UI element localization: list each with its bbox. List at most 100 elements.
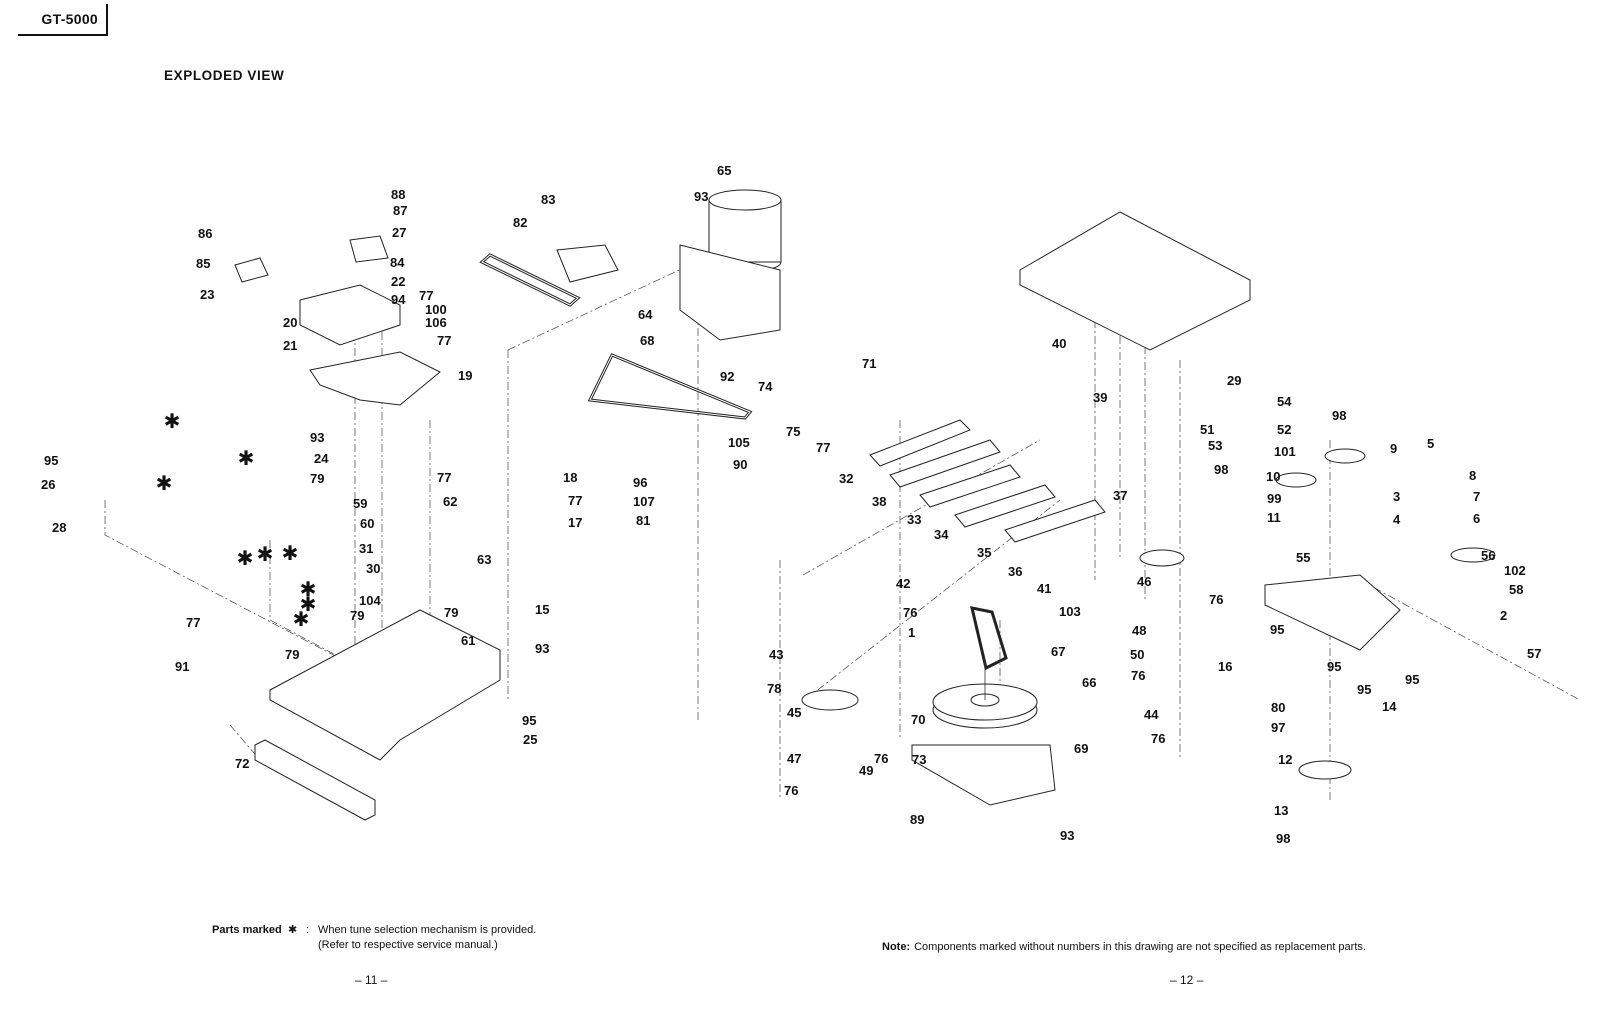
legend-text-1: When tune selection mechanism is provide…: [318, 924, 537, 936]
part-callout-18: 18: [563, 470, 577, 485]
part-callout-52: 52: [1277, 422, 1291, 437]
belts: [479, 253, 1008, 671]
part-callout-3: 3: [1393, 489, 1400, 504]
part-callout-84: 84: [390, 255, 405, 270]
part-callout-60: 60: [360, 516, 374, 531]
main-chassis-right: [1019, 211, 1251, 351]
part-callout-43: 43: [769, 647, 783, 662]
part-callout-46: 46: [1137, 574, 1151, 589]
part-callout-38: 38: [872, 494, 886, 509]
part-callout-69: 69: [1074, 741, 1088, 756]
page-number-right: – 12 –: [1170, 973, 1204, 987]
part-callout-7: 7: [1473, 489, 1480, 504]
part-callout-95: 95: [44, 453, 58, 468]
part-callout-107: 107: [633, 494, 655, 509]
part-callout-73: 73: [912, 752, 926, 767]
part-callout-64: 64: [638, 307, 653, 322]
mechanism-base: [911, 574, 1401, 806]
part-callout-79: 79: [350, 608, 364, 623]
part-callout-50: 50: [1130, 647, 1144, 662]
part-callout-98: 98: [1276, 831, 1290, 846]
part-callout-93: 93: [694, 189, 708, 204]
part-callout-93: 93: [1060, 828, 1074, 843]
part-callout-53: 53: [1208, 438, 1222, 453]
part-callout-100: 100: [425, 302, 447, 317]
head-bracket-assembly: [234, 235, 441, 406]
part-callout-85: 85: [196, 256, 210, 271]
part-callout-51: 51: [1200, 422, 1214, 437]
part-callout-103: 103: [1059, 604, 1081, 619]
part-callout-61: 61: [461, 633, 475, 648]
part-callout-77: 77: [186, 615, 200, 630]
part-callout-95: 95: [1270, 622, 1284, 637]
part-callout-77: 77: [437, 470, 451, 485]
part-callout-70: 70: [911, 712, 925, 727]
part-callout-24: 24: [314, 451, 329, 466]
part-callout-95: 95: [522, 713, 536, 728]
part-callout-11: 11: [1267, 510, 1281, 525]
part-callout-76: 76: [784, 783, 798, 798]
part-callout-17: 17: [568, 515, 582, 530]
legend-line-1: Parts marked✱:When tune selection mechan…: [212, 922, 536, 938]
part-callout-48: 48: [1132, 623, 1146, 638]
part-callout-63: 63: [477, 552, 491, 567]
note-label: Note:: [882, 941, 911, 953]
part-callout-83: 83: [541, 192, 555, 207]
legend-text-2: (Refer to respective service manual.): [318, 939, 498, 951]
part-callout-14: 14: [1382, 699, 1397, 714]
part-callout-22: 22: [391, 274, 405, 289]
part-callout-102: 102: [1504, 563, 1526, 578]
part-callout-106: 106: [425, 315, 447, 330]
part-callout-77: 77: [419, 288, 433, 303]
part-callout-82: 82: [513, 215, 527, 230]
asterisk-mark-icon: ✱: [288, 923, 298, 936]
tuner-block: [556, 244, 619, 283]
part-callout-93: 93: [310, 430, 324, 445]
asterisk-mark-icon: ✱: [238, 446, 255, 470]
page-number-left: – 11 –: [355, 973, 388, 987]
part-callout-9: 9: [1390, 441, 1397, 456]
part-callout-20: 20: [283, 315, 297, 330]
part-callout-81: 81: [636, 513, 650, 528]
asterisk-mark-icon: ✱: [257, 542, 274, 566]
part-callout-21: 21: [283, 338, 297, 353]
model-label-box: GT-5000: [18, 4, 108, 36]
part-callout-77: 77: [816, 440, 830, 455]
part-callout-76: 76: [874, 751, 888, 766]
part-callout-29: 29: [1227, 373, 1241, 388]
part-callout-58: 58: [1509, 582, 1523, 597]
asterisk-mark-icon: ✱: [282, 541, 299, 565]
part-callout-37: 37: [1113, 488, 1127, 503]
part-callout-76: 76: [1209, 592, 1223, 607]
part-callout-49: 49: [859, 763, 873, 778]
part-callout-77: 77: [437, 333, 451, 348]
part-callout-95: 95: [1405, 672, 1419, 687]
part-callout-57: 57: [1527, 646, 1541, 661]
part-callout-35: 35: [977, 545, 991, 560]
part-callout-6: 6: [1473, 511, 1480, 526]
part-callout-59: 59: [353, 496, 367, 511]
part-callout-41: 41: [1037, 581, 1051, 596]
part-callout-34: 34: [934, 527, 949, 542]
part-callout-77: 77: [568, 493, 582, 508]
part-callout-78: 78: [767, 681, 781, 696]
part-callout-104: 104: [359, 593, 381, 608]
part-callout-76: 76: [903, 605, 917, 620]
part-callout-68: 68: [640, 333, 654, 348]
asterisk-mark-icon: ✱: [293, 607, 310, 631]
part-callout-79: 79: [444, 605, 458, 620]
part-callout-36: 36: [1008, 564, 1022, 579]
part-callout-96: 96: [633, 475, 647, 490]
asterisk-mark-icon: ✱: [164, 409, 181, 433]
reel-gears: [801, 448, 1496, 780]
part-callout-95: 95: [1357, 682, 1371, 697]
part-callout-87: 87: [393, 203, 407, 218]
part-callout-13: 13: [1274, 803, 1288, 818]
part-callout-76: 76: [1151, 731, 1165, 746]
asterisk-mark-icon: ✱: [300, 577, 317, 601]
part-callout-47: 47: [787, 751, 801, 766]
part-callout-91: 91: [175, 659, 189, 674]
part-callout-95: 95: [1327, 659, 1341, 674]
